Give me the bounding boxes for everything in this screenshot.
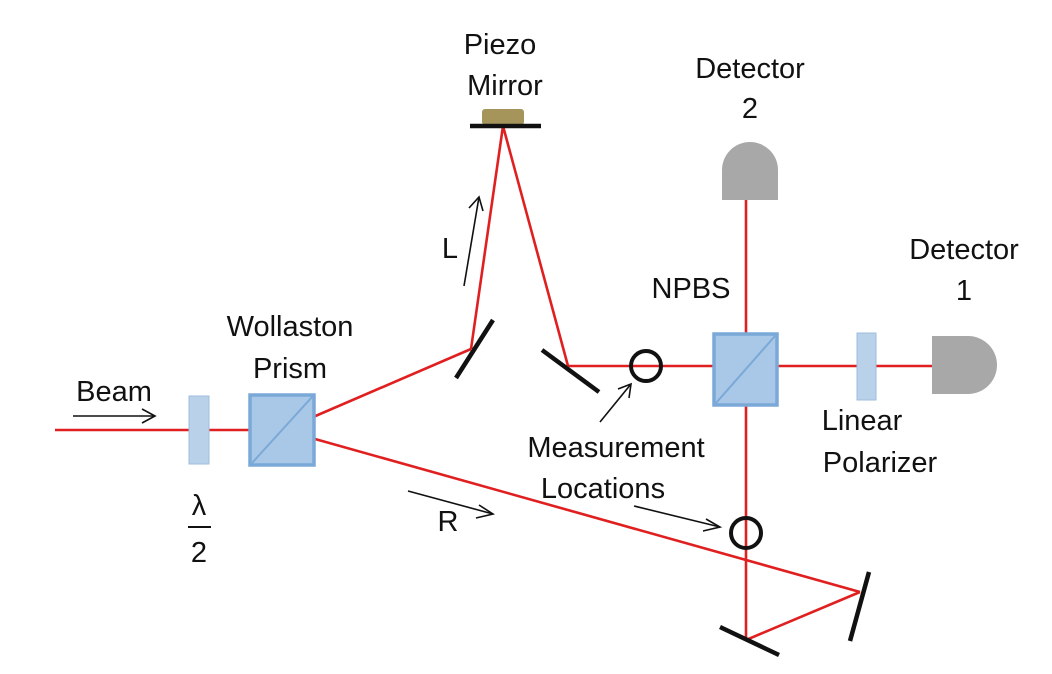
detector-2-icon bbox=[722, 142, 778, 200]
detector-1-label-line1: Detector bbox=[909, 234, 1019, 266]
measurement-pointer-arrow-l bbox=[599, 382, 632, 423]
half-wave-label: λ 2 bbox=[188, 490, 211, 569]
npbs-cube bbox=[712, 332, 779, 407]
path-l-label: L bbox=[442, 233, 458, 265]
wollaston-prism bbox=[248, 393, 316, 467]
detector-2-label-line2: 2 bbox=[742, 93, 758, 125]
l-fold-mirror bbox=[454, 318, 495, 380]
r-path-to-mirror bbox=[282, 428, 861, 594]
npbs-label: NPBS bbox=[652, 273, 731, 305]
beam-paths bbox=[55, 125, 935, 642]
wollaston-label-line1: Wollaston bbox=[227, 311, 354, 343]
wollaston-prism-diagonal bbox=[251, 396, 313, 464]
l-direction-arrow bbox=[463, 195, 484, 287]
l-path-down bbox=[501, 125, 570, 367]
r-direction-arrow bbox=[407, 490, 496, 519]
wollaston-label-line2: Prism bbox=[253, 353, 327, 385]
piezo-label-line2: Mirror bbox=[467, 70, 543, 102]
beam-direction-arrow bbox=[73, 408, 157, 424]
piezo-mirror bbox=[470, 109, 541, 129]
r-corner-mirror-right bbox=[847, 571, 872, 642]
detector-2-label-line1: Detector bbox=[695, 53, 805, 85]
halfwave-denominator: 2 bbox=[191, 537, 207, 569]
piezo-actuator bbox=[482, 109, 524, 125]
path-r-label: R bbox=[438, 506, 459, 538]
measurement-pointer-arrow-r bbox=[633, 505, 723, 532]
detector-1-icon bbox=[932, 336, 997, 394]
r-path-cross bbox=[745, 590, 861, 642]
measurement-label-line2: Locations bbox=[541, 473, 665, 505]
piezo-label-line1: Piezo bbox=[464, 29, 537, 61]
halfwave-numerator: λ bbox=[192, 490, 207, 522]
measurement-location-ring-l bbox=[629, 349, 663, 383]
half-wave-plate bbox=[188, 395, 210, 465]
l-path-up bbox=[469, 125, 505, 350]
r-corner-mirror-bottom bbox=[719, 624, 780, 658]
npbs-diagonal bbox=[715, 335, 776, 404]
polarizer-label-line2: Polarizer bbox=[823, 447, 938, 479]
linear-polarizer bbox=[856, 332, 877, 401]
beam-label: Beam bbox=[76, 376, 152, 408]
polarizer-label-line1: Linear bbox=[822, 405, 903, 437]
l-return-mirror bbox=[540, 348, 601, 394]
measurement-label-line1: Measurement bbox=[527, 432, 704, 464]
detector-1-label-line2: 1 bbox=[956, 275, 972, 307]
measurement-location-ring-r bbox=[729, 516, 763, 550]
